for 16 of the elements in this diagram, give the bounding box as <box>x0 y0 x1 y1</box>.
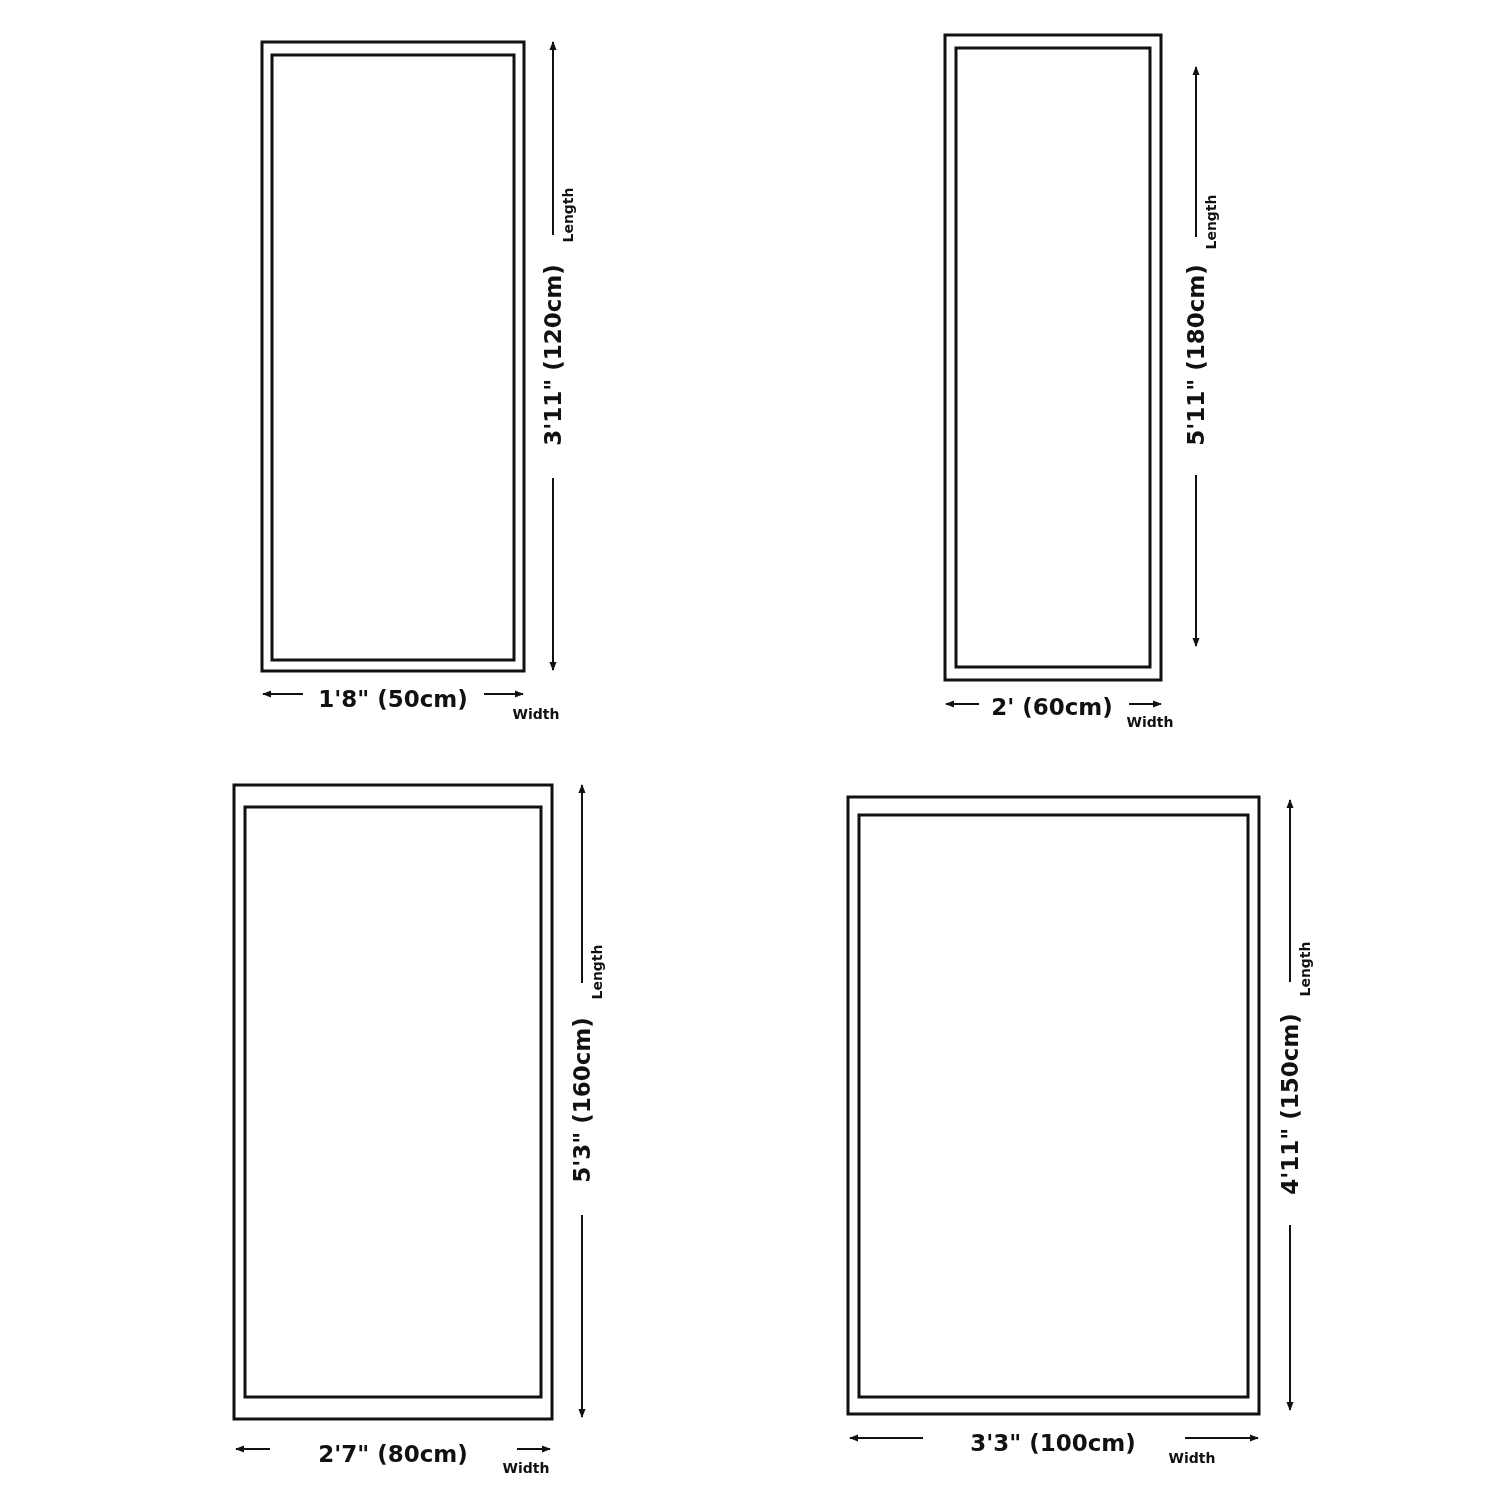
dimension-label: 3'11" (120cm) <box>541 264 565 446</box>
dimension-label: 5'11" (180cm) <box>1184 264 1208 446</box>
axis-label: Width <box>512 707 560 721</box>
dimension-label: 2'7" (80cm) <box>318 1442 468 1466</box>
dimension-label: 5'3" (160cm) <box>570 1017 594 1183</box>
axis-label: Length <box>1204 194 1218 250</box>
axis-label: Width <box>1168 1451 1216 1465</box>
axis-label: Length <box>1298 941 1312 997</box>
dimension-label: 2' (60cm) <box>991 695 1113 719</box>
dimension-label: 3'3" (100cm) <box>970 1431 1136 1455</box>
axis-label: Width <box>1126 715 1174 729</box>
axis-label: Length <box>561 187 575 243</box>
dimension-label: 4'11" (150cm) <box>1278 1013 1302 1195</box>
dimension-label: 1'8" (50cm) <box>318 687 468 711</box>
axis-label: Length <box>590 944 604 1000</box>
axis-label: Width <box>502 1461 550 1475</box>
